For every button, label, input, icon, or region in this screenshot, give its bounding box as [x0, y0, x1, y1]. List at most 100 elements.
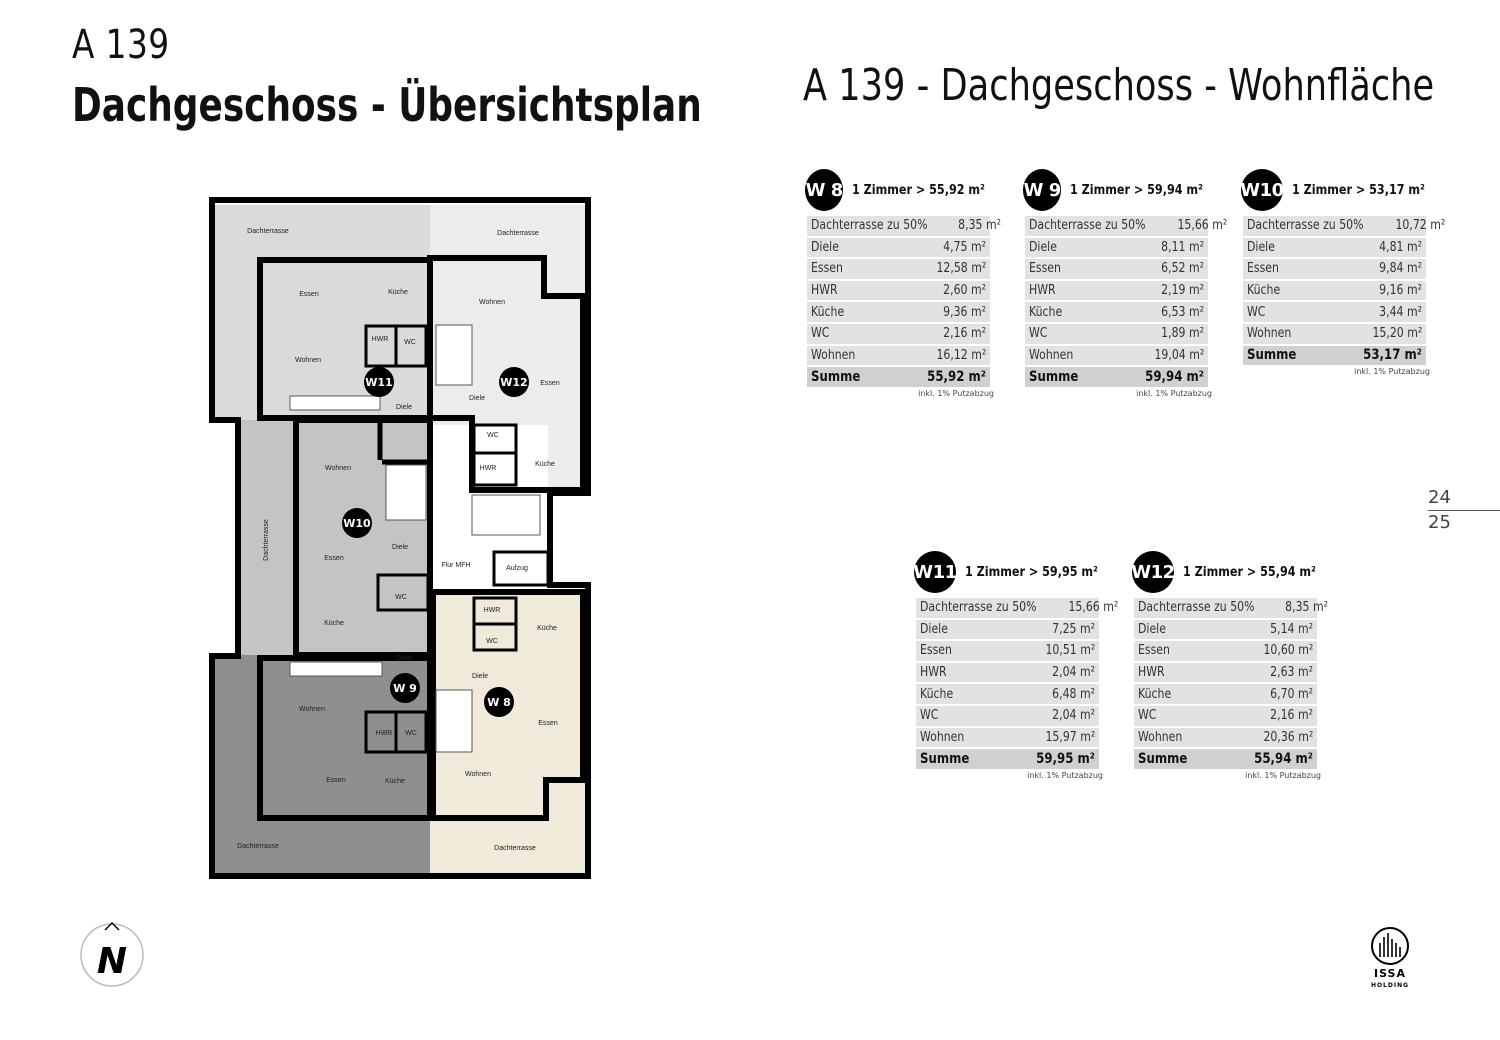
area-label: Diele	[1247, 239, 1275, 255]
badge-w9: W 9	[393, 682, 417, 695]
area-label: WC	[1247, 304, 1266, 320]
area-label: Dachterrasse zu 50%	[1247, 218, 1364, 234]
sum-value: 55,92 m²	[927, 368, 986, 385]
unit-header: W 8 1 Zimmer > 55,92 m²	[805, 169, 1007, 211]
area-label: Diele	[920, 621, 948, 637]
sum-label: Summe	[920, 750, 970, 767]
badge-w10-circle	[342, 508, 372, 538]
lbl-w12-diele: Diele	[469, 395, 485, 402]
lbl-w10-diele: Diele	[392, 544, 408, 551]
lbl-w10-kueche: Küche	[324, 620, 344, 627]
aufzug-box	[492, 550, 550, 587]
unit-badge: W11	[913, 551, 957, 593]
area-label: Wohnen	[920, 729, 965, 745]
area-value: 7,25 m²	[1052, 621, 1095, 637]
unit-summary: 1 Zimmer > 55,92 m²	[852, 182, 986, 198]
unit-table: W 8 1 Zimmer > 55,92 m² Dachterrasse zu 50…	[805, 169, 1007, 398]
area-label: Essen	[1138, 643, 1170, 659]
area-value: 12,58 m²	[936, 261, 986, 277]
area-label: Küche	[811, 304, 845, 320]
lbl-w10-wohnen: Wohnen	[325, 465, 351, 472]
area-value: 1,89 m²	[1161, 326, 1204, 342]
page-numbers: 24 25	[1428, 488, 1500, 533]
lbl-w9-essen: Essen	[326, 777, 346, 784]
floor-plan: Dachterrasse Dachterrasse Dachterrasse D…	[209, 197, 591, 879]
area-label: Diele	[1029, 239, 1057, 255]
unit-badge: W 9	[1023, 169, 1062, 211]
area-value: 6,52 m²	[1161, 261, 1204, 277]
unit-summary: 1 Zimmer > 59,95 m²	[965, 564, 1098, 580]
area-row: Dachterrasse zu 50%15,66 m²	[916, 598, 1118, 618]
north-chevron-icon	[104, 921, 120, 931]
lbl-w8-essen: Essen	[538, 720, 558, 727]
lbl-w11-wohnen: Wohnen	[295, 357, 321, 364]
area-label: HWR	[920, 665, 947, 681]
plan-fills	[215, 205, 585, 873]
lbl-w9-wohnen: Wohnen	[299, 706, 325, 713]
w12-wc-hwr	[472, 423, 518, 487]
issa-logo: ISSA HOLDING	[1371, 927, 1409, 989]
area-label: Dachterrasse zu 50%	[1138, 600, 1255, 616]
lbl-terrace-w11: Dachterrasse	[247, 228, 289, 235]
area-label: Küche	[920, 686, 954, 702]
area-label: WC	[1138, 708, 1157, 724]
badge-w10: W10	[343, 517, 371, 530]
badge-w11-circle	[364, 367, 394, 397]
area-row: Dachterrasse zu 50%8,35 m²	[807, 216, 1001, 236]
unit-badge: W 8	[805, 169, 844, 211]
north-letter: N	[97, 941, 127, 982]
area-value: 9,84 m²	[1379, 261, 1422, 277]
area-label: Wohnen	[1029, 347, 1074, 363]
logo-buildings-icon	[1379, 933, 1401, 957]
project-code: A 139	[72, 22, 170, 68]
area-label: Essen	[1247, 261, 1279, 277]
lbl-w11-wc: WC	[404, 339, 416, 346]
stair-core-steps	[471, 494, 541, 536]
lbl-w9-wc: WC	[405, 730, 417, 737]
lbl-w9-diele: Diele	[396, 655, 412, 662]
area-label: Essen	[811, 261, 843, 277]
area-row: Küche 6,48 m²	[916, 684, 1099, 704]
area-label: Wohnen	[1247, 326, 1292, 342]
area-label: WC	[920, 708, 939, 724]
area-value: 20,36 m²	[1263, 729, 1313, 745]
plan-badges: W11 W12 W10 W 9 W 8	[342, 367, 529, 717]
area-row: Dachterrasse zu 50%10,72 m²	[1243, 216, 1445, 236]
area-title: A 139 - Dachgeschoss - Wohnfläche	[803, 60, 1435, 111]
lbl-w10-essen: Essen	[324, 555, 344, 562]
lbl-w11-essen: Essen	[299, 291, 319, 298]
plan-walls	[209, 197, 591, 879]
w12-inner-wall	[427, 255, 586, 493]
area-label: Küche	[1029, 304, 1063, 320]
area-value: 2,63 m²	[1270, 665, 1313, 681]
lbl-w9-hwr: HWR	[376, 730, 393, 737]
area-value: 15,66 m²	[1177, 218, 1227, 234]
area-value: 9,36 m²	[943, 304, 986, 320]
lbl-w11-diele: Diele	[396, 404, 412, 411]
lbl-w12-wohnen: Wohnen	[479, 299, 505, 306]
unit-summary: 1 Zimmer > 53,17 m²	[1292, 182, 1425, 198]
plan-stairs	[289, 324, 541, 753]
area-value: 4,81 m²	[1379, 239, 1422, 255]
badge-w8-circle	[484, 687, 514, 717]
area-value: 6,70 m²	[1270, 686, 1313, 702]
putz-note: inkl. 1% Putzabzug	[918, 388, 994, 398]
area-value: 6,48 m²	[1052, 686, 1095, 702]
area-label: HWR	[1029, 283, 1056, 299]
area-value: 2,16 m²	[1270, 708, 1313, 724]
unit-summary: 1 Zimmer > 55,94 m²	[1183, 564, 1316, 580]
